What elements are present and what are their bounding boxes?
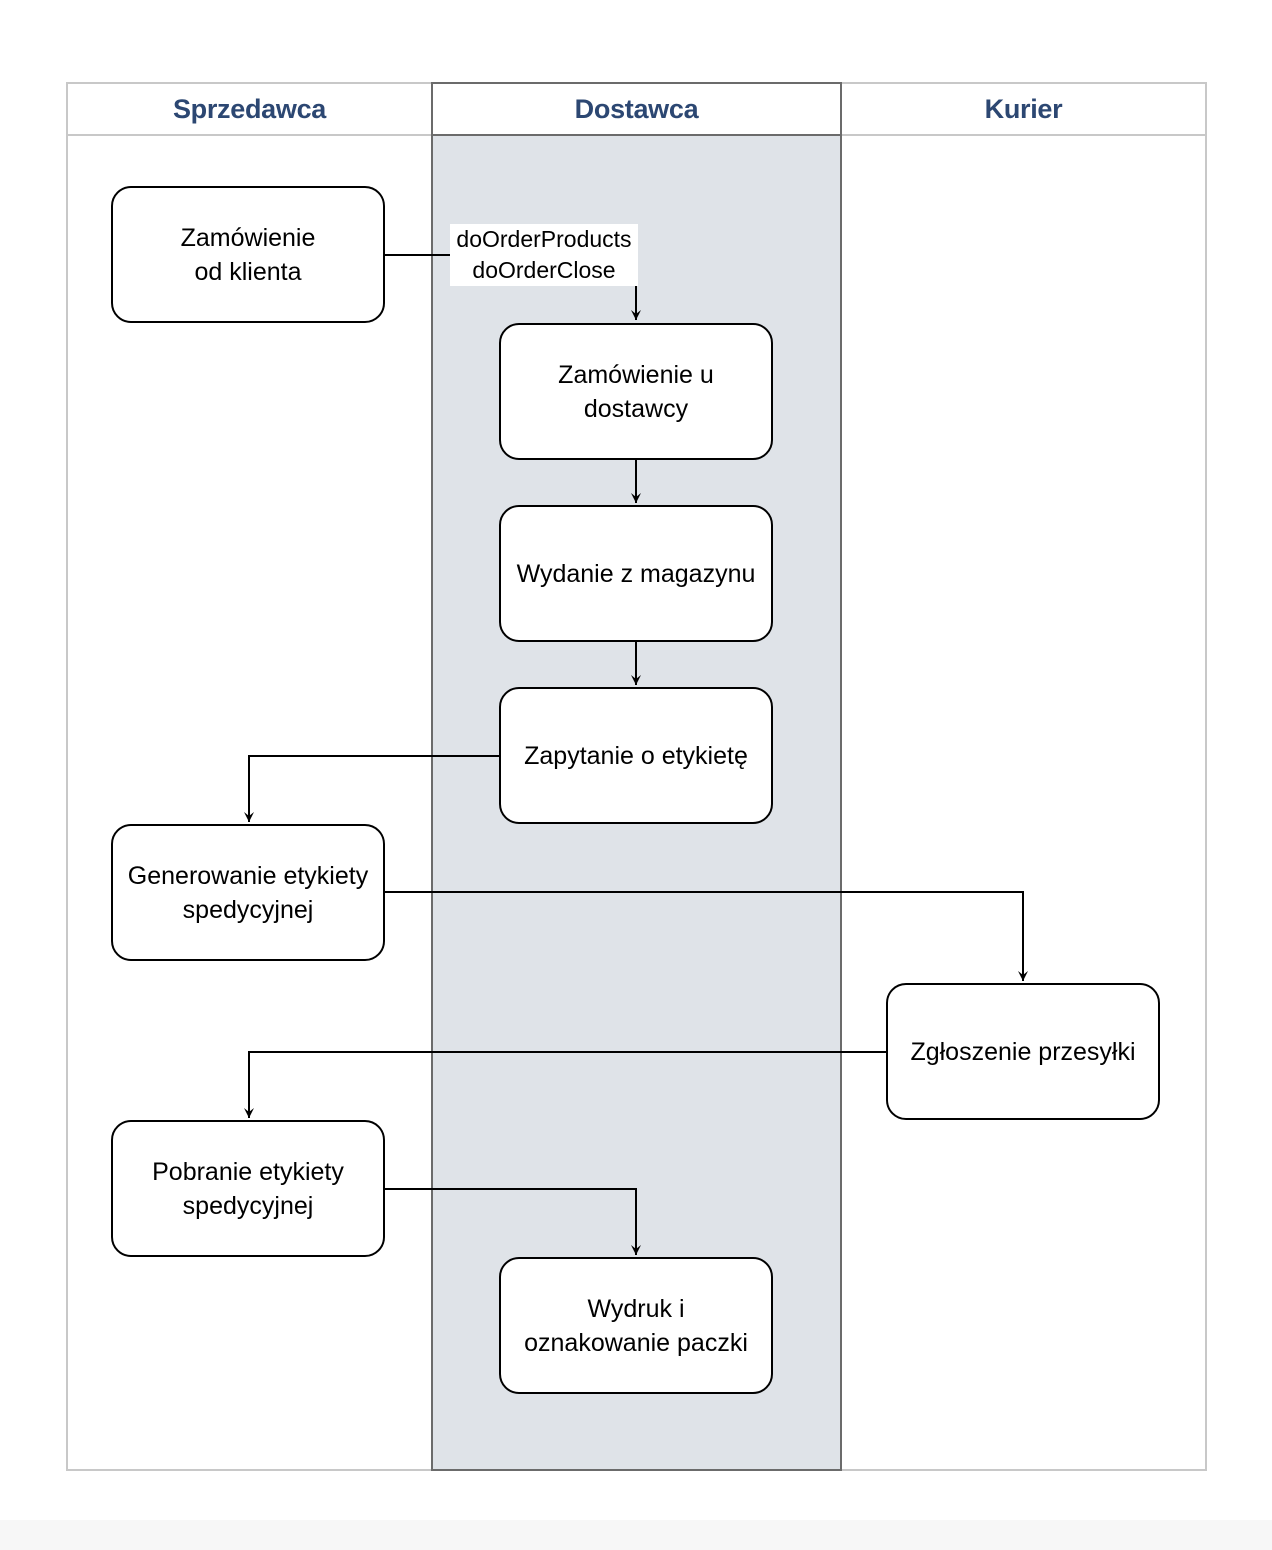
node-label: Zamówienie od klienta xyxy=(180,223,316,286)
node-label: Zapytanie o etykietę xyxy=(524,741,748,770)
node-label: Zgłoszenie przesyłki xyxy=(910,1037,1136,1066)
node-wydanie-z-magazynu: Wydanie z magazynu xyxy=(499,505,773,642)
edge-zapytanie-o-etykiete-to-generowanie-etykiety xyxy=(244,755,499,822)
node-label: Wydruk i oznakowanie paczki xyxy=(524,1294,748,1357)
edge-label-order-api: doOrderProducts doOrderClose xyxy=(450,224,638,286)
edge-zgloszenie-przesylki-to-pobranie-etykiety xyxy=(244,1051,887,1118)
lane-kurier: Kurier xyxy=(842,82,1207,1471)
node-label: Pobranie etykiety spedycyjnej xyxy=(152,1157,344,1220)
node-wydruk-i-oznakowanie: Wydruk i oznakowanie paczki xyxy=(499,1257,773,1394)
node-label: Generowanie etykiety spedycyjnej xyxy=(127,861,369,924)
bottom-band xyxy=(0,1520,1272,1550)
node-zamowienie-u-dostawcy: Zamówienie u dostawcy xyxy=(499,323,773,460)
lane-header-sprzedawca: Sprzedawca xyxy=(68,84,431,136)
node-generowanie-etykiety: Generowanie etykiety spedycyjnej xyxy=(111,824,385,961)
node-label: Zamówienie u dostawcy xyxy=(558,360,714,423)
node-pobranie-etykiety: Pobranie etykiety spedycyjnej xyxy=(111,1120,385,1257)
node-zapytanie-o-etykiete: Zapytanie o etykietę xyxy=(499,687,773,824)
edge-generowanie-etykiety-to-zgloszenie-przesylki xyxy=(385,891,1028,981)
node-zgloszenie-przesylki: Zgłoszenie przesyłki xyxy=(886,983,1160,1120)
edge-pobranie-etykiety-to-wydruk-i-oznakowanie xyxy=(385,1188,641,1255)
node-label: Wydanie z magazynu xyxy=(516,559,756,588)
lane-header-kurier: Kurier xyxy=(842,84,1205,136)
node-zamowienie-od-klienta: Zamówienie od klienta xyxy=(111,186,385,323)
lane-header-dostawca: Dostawca xyxy=(433,84,840,136)
